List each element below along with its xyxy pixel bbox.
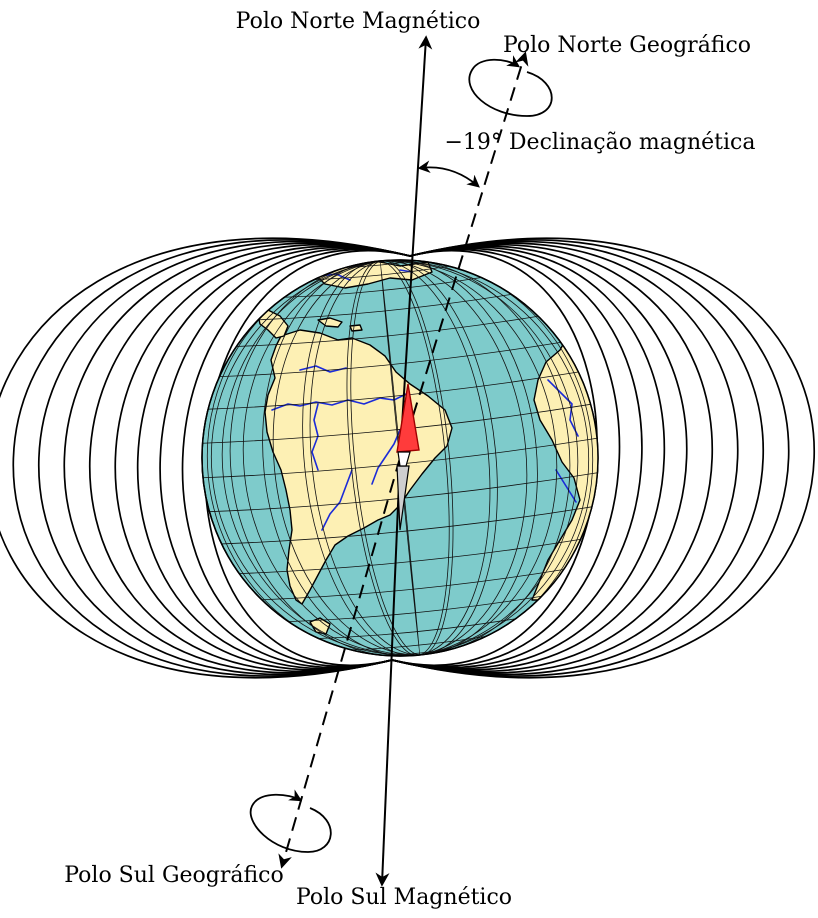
central-america-landmass — [257, 309, 289, 339]
geographic-north-label: Polo Norte Geográfico — [503, 33, 751, 58]
field-line — [12, 239, 411, 677]
antarctic-islands — [309, 617, 331, 635]
field-line — [37, 240, 411, 676]
geographic-south-label: Polo Sul Geográfico — [64, 863, 284, 888]
parallel-line — [219, 341, 561, 378]
rotation-arrow-icon — [249, 789, 332, 853]
magnetic-field-lines — [0, 237, 816, 679]
field-line — [0, 237, 411, 679]
field-line — [63, 242, 411, 674]
parallel-line — [351, 635, 487, 651]
globe-outline — [201, 259, 599, 657]
needle-center — [397, 451, 411, 467]
field-line — [114, 245, 411, 671]
magnetic-axis-south — [375, 457, 401, 887]
geographic-axis-north — [399, 51, 529, 459]
declination-arc — [417, 160, 480, 188]
parallel-line — [261, 569, 564, 601]
parallel-line — [284, 277, 482, 298]
field-line — [391, 237, 816, 679]
magnetic-south-label: Polo Sul Magnético — [296, 885, 512, 910]
compass-needle-icon — [396, 383, 420, 531]
declination-label: −19° Declinação magnética — [445, 130, 756, 155]
parallel-line — [208, 371, 579, 410]
field-line — [391, 245, 688, 671]
field-line — [391, 240, 765, 676]
orinoco-river — [299, 365, 347, 373]
magnetic-north-label: Polo Norte Magnético — [236, 9, 481, 34]
field-line — [159, 247, 411, 669]
parallel-line — [236, 315, 539, 347]
field-line — [88, 243, 411, 673]
parallel-line — [288, 595, 542, 623]
madeira-river — [311, 403, 319, 471]
parallel-line — [346, 260, 415, 268]
parallel-line — [318, 618, 516, 639]
field-line — [391, 239, 790, 677]
field-line — [391, 242, 739, 674]
parallel-line — [221, 506, 592, 545]
rotation-north — [468, 55, 553, 117]
field-line — [136, 246, 411, 670]
field-line — [391, 246, 666, 670]
field-line — [391, 248, 621, 668]
rotation-arrow-icon — [468, 55, 553, 117]
rotation-south — [249, 789, 332, 853]
field-line — [181, 248, 411, 668]
parana-river — [321, 469, 353, 531]
field-line — [391, 247, 643, 669]
field-line — [391, 243, 714, 673]
parallel-line — [314, 265, 449, 281]
needle-north-half — [396, 383, 420, 453]
parallel-line — [239, 538, 581, 575]
sao-francisco-river — [371, 429, 401, 485]
africa-rivers — [547, 379, 579, 503]
parallel-line — [258, 293, 512, 321]
magnetic-axis-north — [399, 35, 433, 459]
parallel-line — [202, 403, 591, 444]
